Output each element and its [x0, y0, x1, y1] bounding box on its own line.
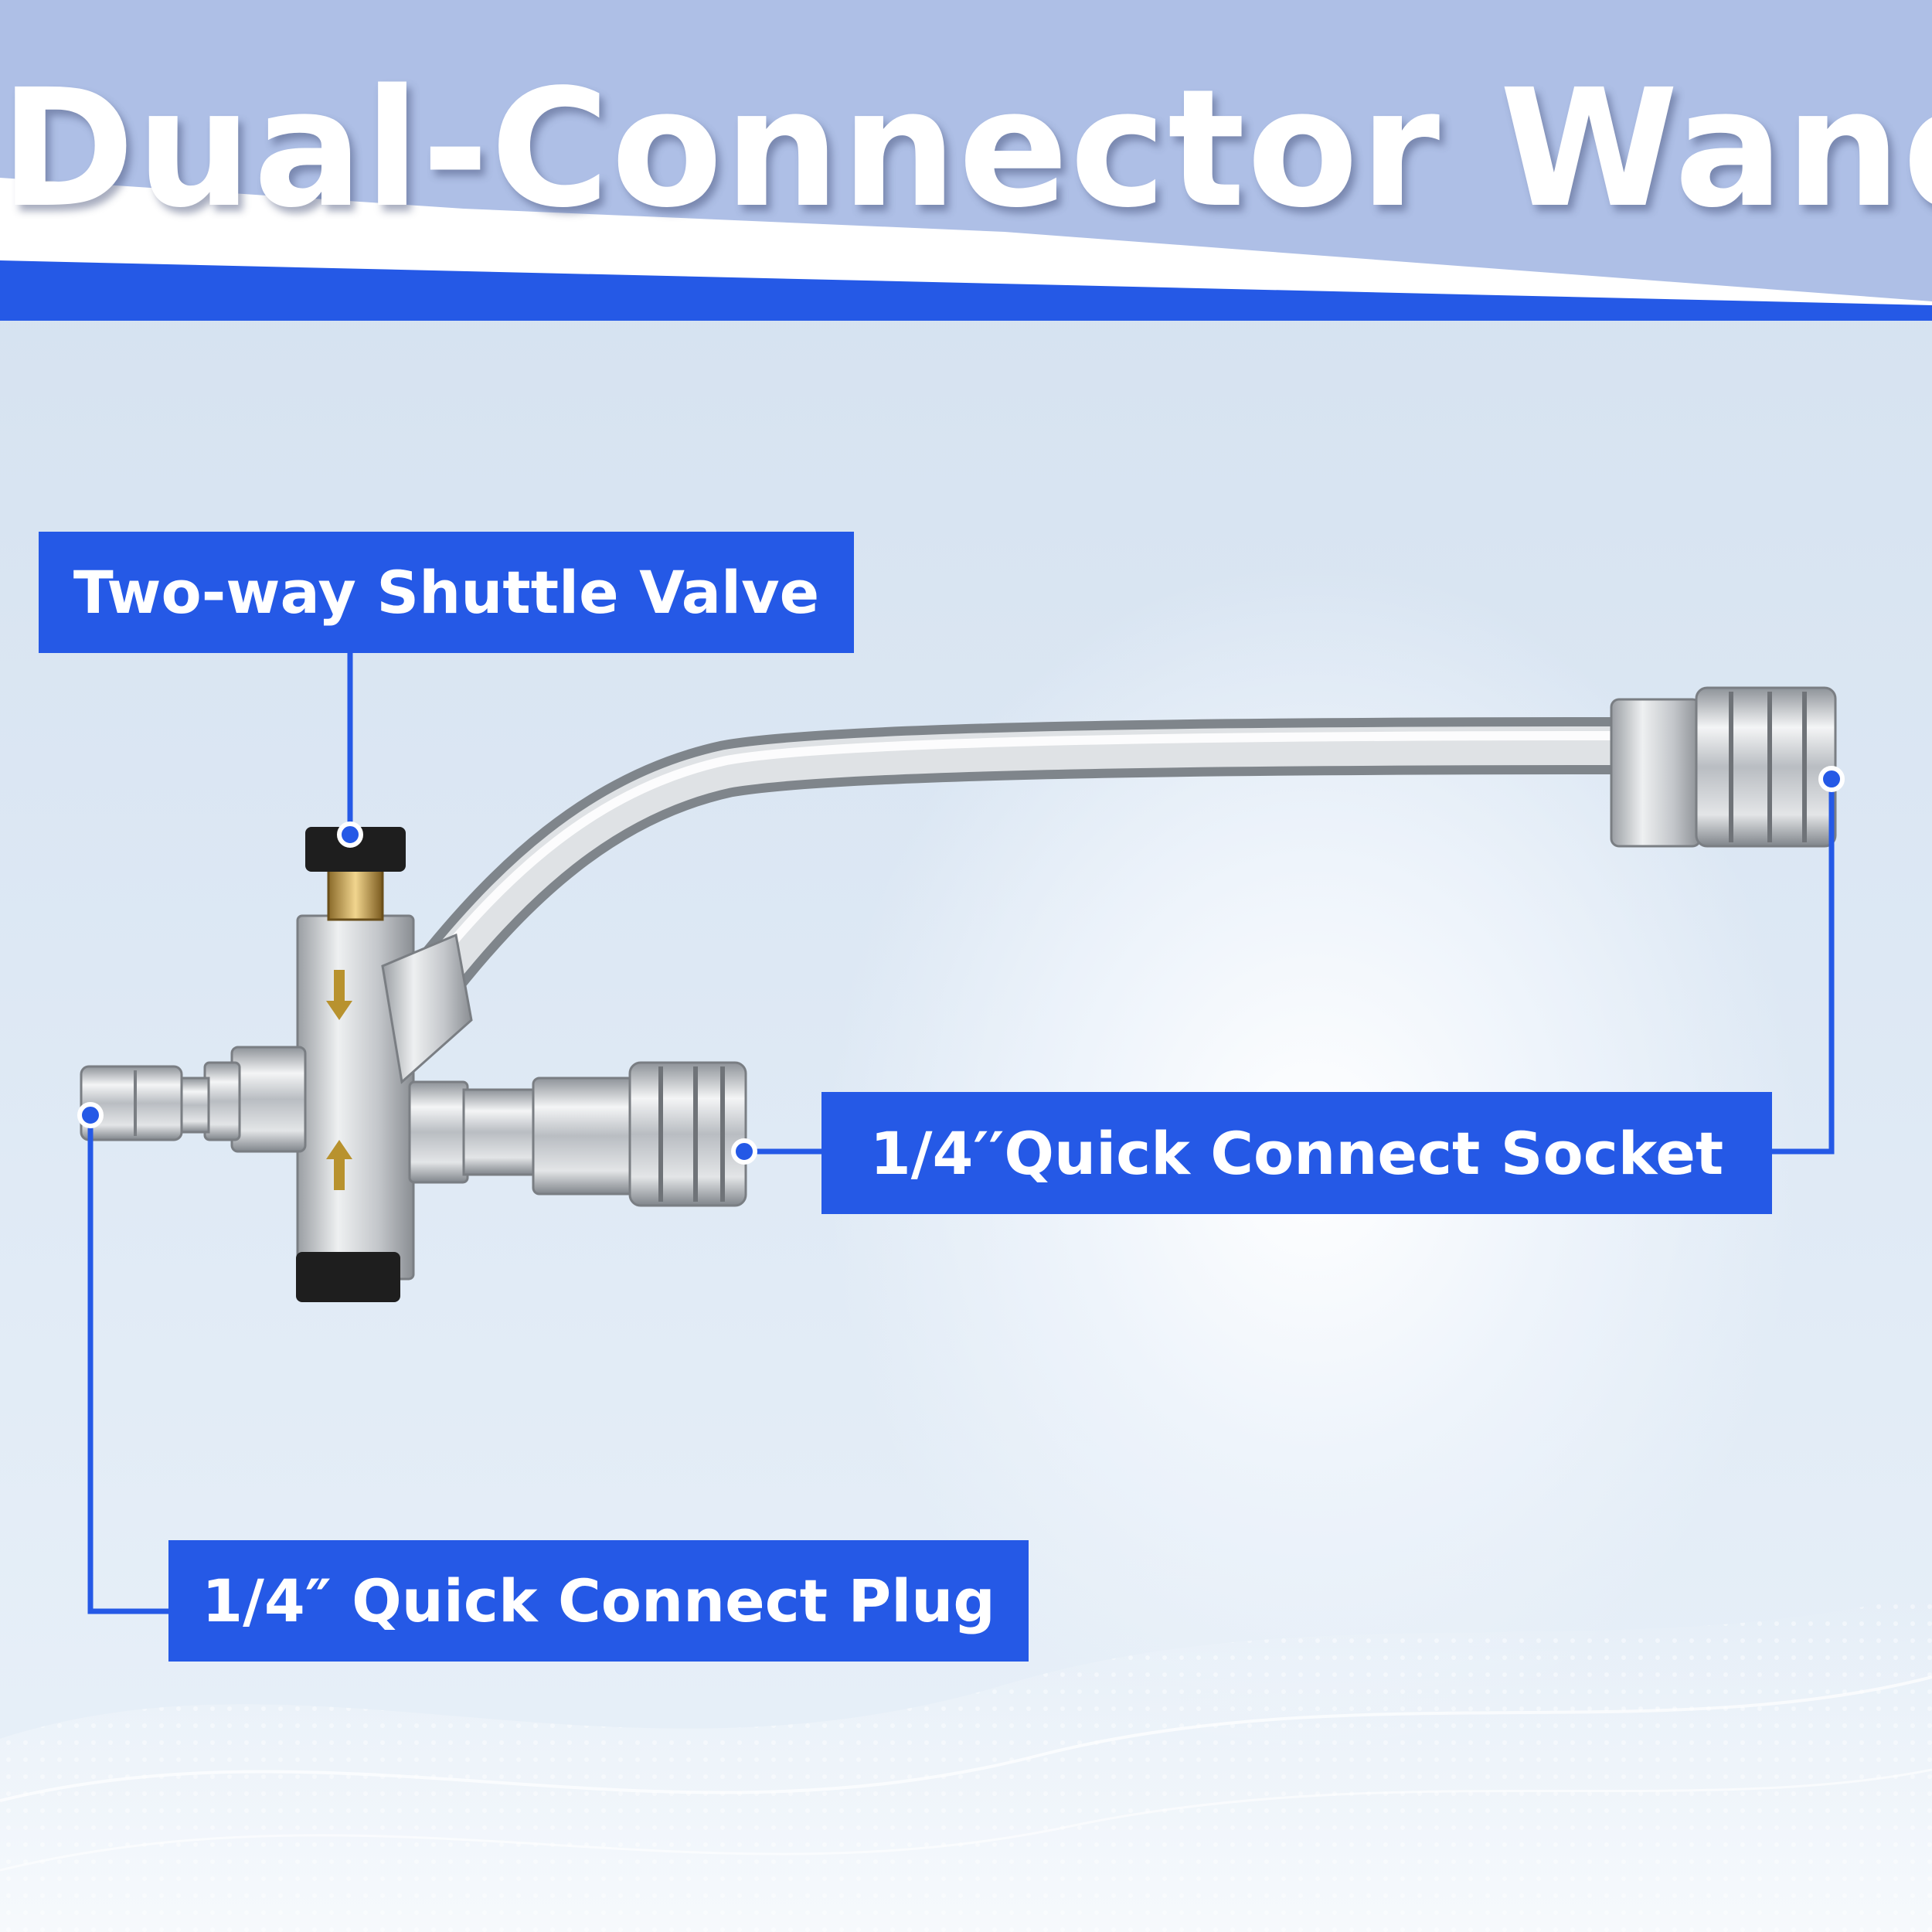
plug-leader-line: [87, 1115, 168, 1614]
plug-callout: 1/4″ Quick Connect Plug: [168, 1540, 1029, 1662]
valve-marker-dot: [337, 821, 363, 848]
flow-arrow-down-icon: [326, 970, 352, 1020]
socket-marker-dot: [731, 1138, 757, 1165]
page-title: Dual-Connector Wand: [0, 54, 1932, 243]
callout-lines: [87, 653, 1835, 1614]
shuttle-valve-callout: Two-way Shuttle Valve: [39, 532, 854, 653]
plug-marker-dot: [77, 1102, 104, 1128]
wand-image: [80, 686, 1837, 1302]
flow-arrow-up-icon: [326, 1140, 352, 1190]
header-band: [0, 0, 1932, 321]
digital-wave-graphic: [0, 1592, 1932, 1932]
callout-dots: [77, 766, 1845, 1165]
socket-far-marker-dot: [1818, 766, 1845, 792]
socket-far-leader-line: [1772, 779, 1835, 1155]
socket-callout: 1/4′′Quick Connect Socket: [821, 1092, 1772, 1214]
